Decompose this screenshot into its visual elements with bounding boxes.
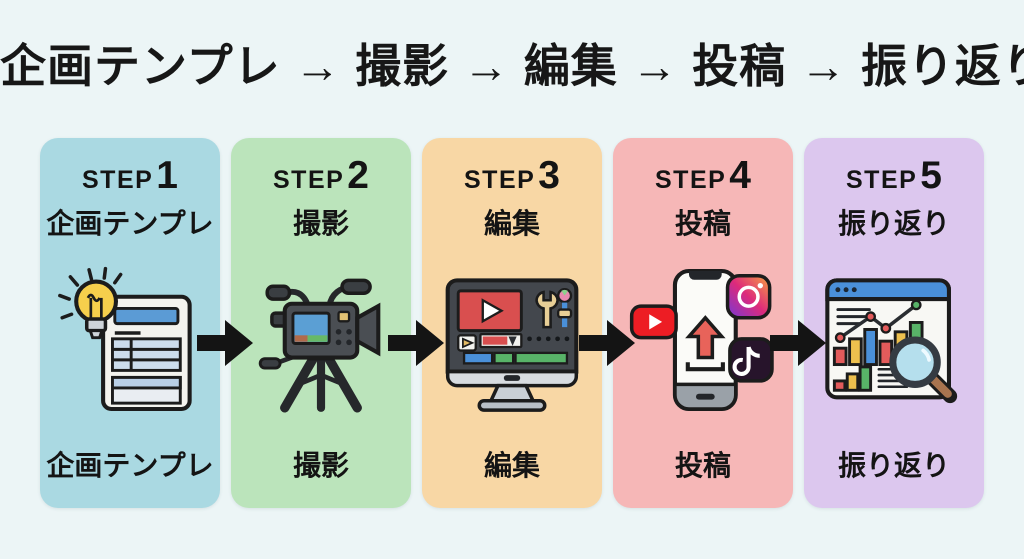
- step-card-filming: STEP 2 撮影: [231, 138, 411, 508]
- step-header: STEP 4: [655, 156, 751, 195]
- page-title: 企画テンプレ → 撮影 → 編集 → 投稿 → 振り返り: [0, 40, 1024, 92]
- step-number: 4: [729, 154, 751, 197]
- step-word: STEP: [82, 166, 154, 194]
- step-name: 撮影: [292, 208, 349, 239]
- flow-arrow-icon: [579, 320, 635, 366]
- steps-row: STEP 1 企画テンプレ: [40, 138, 984, 508]
- step-word: STEP: [464, 166, 536, 194]
- step-caption: 振り返り: [837, 450, 950, 481]
- video-camera-tripod-icon: [242, 256, 400, 424]
- step-card-editing: STEP 3 編集: [422, 138, 602, 508]
- step-caption: 編集: [483, 450, 540, 481]
- lightbulb-document-icon: [51, 256, 209, 424]
- step-header: STEP 5: [846, 156, 942, 195]
- step-word: STEP: [273, 166, 345, 194]
- step-card-review: STEP 5 振り返り: [804, 138, 984, 508]
- phone-upload-social-icon: [624, 256, 782, 424]
- step-card-posting: STEP 4 投稿: [613, 138, 793, 508]
- step-name: 編集: [483, 208, 540, 239]
- step-number: 5: [920, 154, 942, 197]
- flow-arrow-icon: [388, 320, 444, 366]
- step-header: STEP 1: [82, 156, 178, 195]
- step-caption: 企画テンプレ: [46, 450, 214, 481]
- step-number: 1: [156, 154, 178, 197]
- step-word: STEP: [655, 166, 727, 194]
- step-number: 3: [538, 154, 560, 197]
- flow-arrow-icon: [197, 320, 253, 366]
- step-name: 投稿: [674, 208, 731, 239]
- step-caption: 撮影: [292, 450, 349, 481]
- step-word: STEP: [846, 166, 918, 194]
- step-name: 企画テンプレ: [46, 208, 214, 239]
- step-number: 2: [347, 154, 369, 197]
- step-header: STEP 3: [464, 156, 560, 195]
- analytics-magnifier-icon: [815, 256, 973, 424]
- step-caption: 投稿: [674, 450, 731, 481]
- video-editing-monitor-icon: [433, 256, 591, 424]
- step-header: STEP 2: [273, 156, 369, 195]
- step-name: 振り返り: [837, 208, 950, 239]
- flow-arrow-icon: [770, 320, 826, 366]
- step-card-planning: STEP 1 企画テンプレ: [40, 138, 220, 508]
